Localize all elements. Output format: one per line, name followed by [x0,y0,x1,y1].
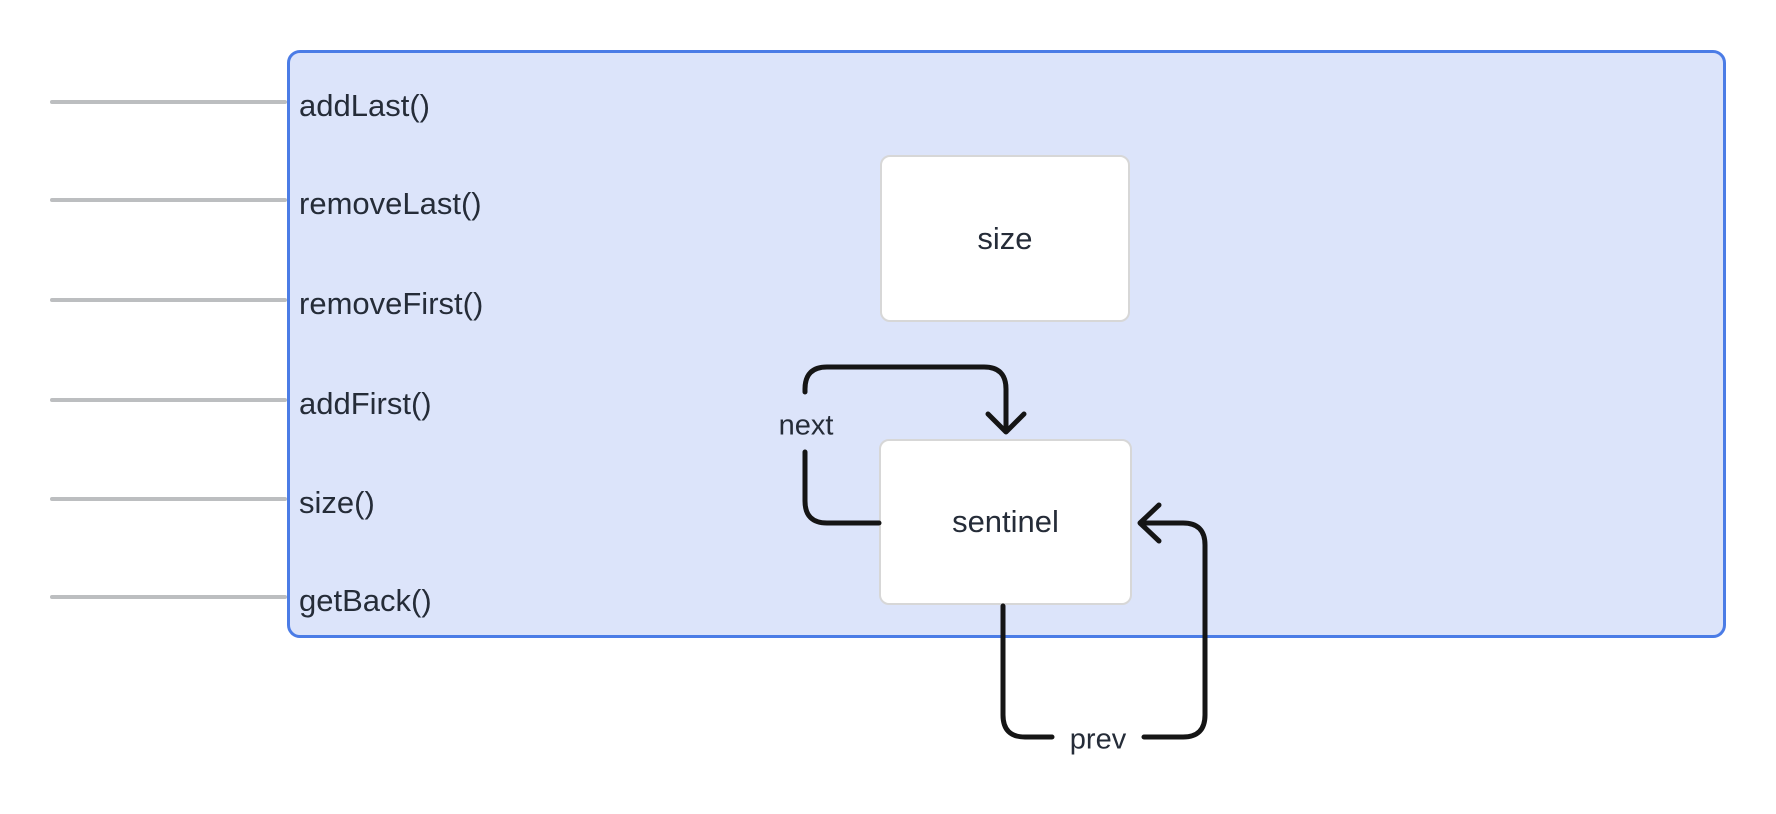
match-line-removefirst [50,298,287,302]
prev-pointer-label: prev [1069,723,1127,756]
match-line-size [50,497,287,501]
method-label-addfirst: addFirst() [299,386,432,421]
method-label-addlast: addLast() [299,88,430,123]
method-label-size: size() [299,485,375,520]
method-label-removefirst: removeFirst() [299,286,484,321]
match-line-getback [50,595,287,599]
next-pointer-label: next [778,409,834,442]
match-line-addlast [50,100,287,104]
match-line-addfirst [50,398,287,402]
method-label-getback: getBack() [299,583,432,618]
method-label-removelast: removeLast() [299,186,482,221]
sentinel-node: sentinel [879,439,1132,605]
sentinel-node-label: sentinel [952,504,1059,539]
match-line-removelast [50,198,287,202]
size-node: size [880,155,1130,322]
size-node-label: size [977,220,1033,256]
